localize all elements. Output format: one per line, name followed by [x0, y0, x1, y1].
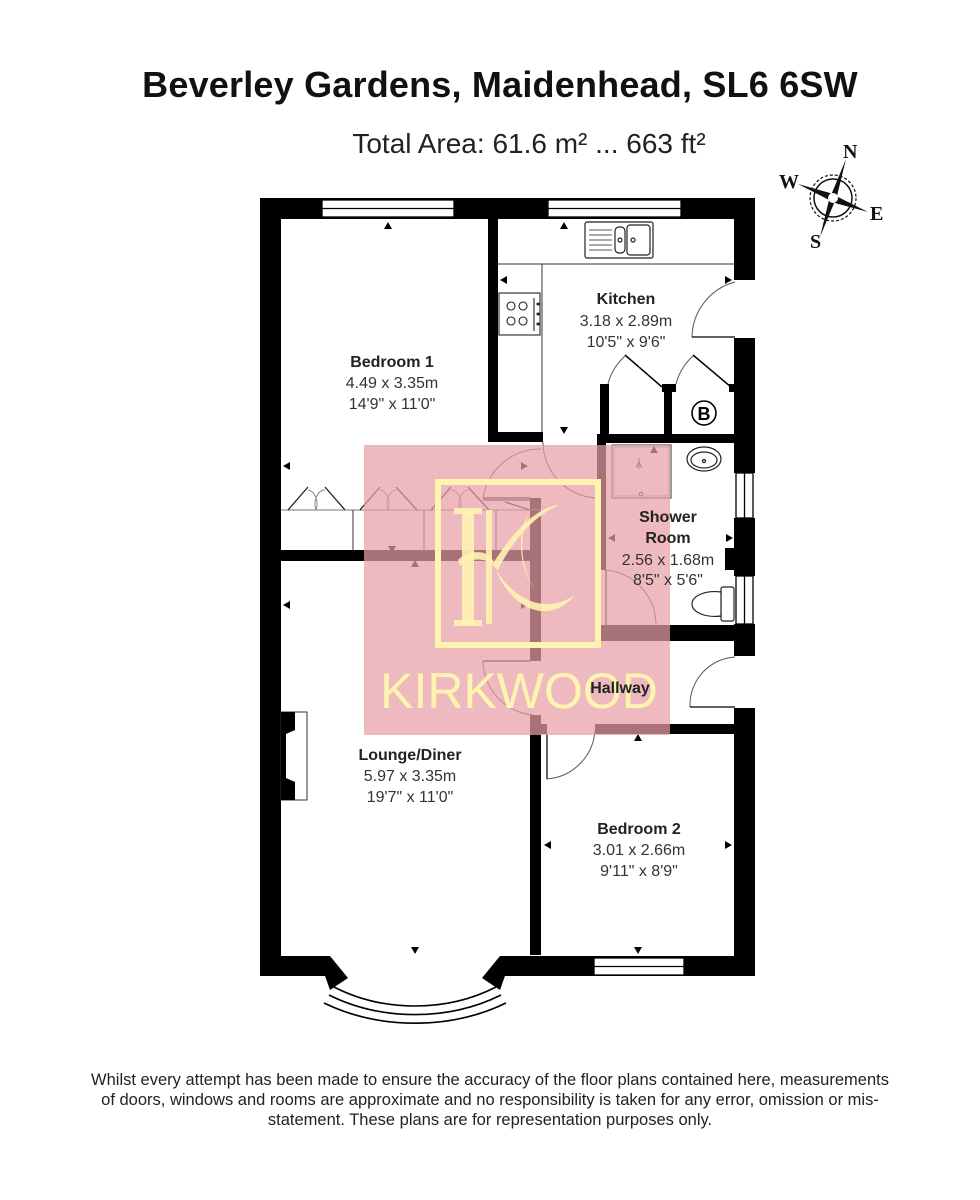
- boiler-label: B: [698, 404, 711, 424]
- room-size-imperial: 14'9" x 11'0": [349, 396, 436, 413]
- room-lounge-diner: Lounge/Diner 5.97 x 3.35m 19'7" x 11'0": [358, 747, 461, 806]
- room-bedroom-2: Bedroom 2 3.01 x 2.66m 9'11" x 8'9": [593, 821, 686, 880]
- total-area: Total Area: 61.6 m² ... 663 ft²: [352, 128, 706, 159]
- room-size-imperial: 10'5" x 9'6": [587, 334, 666, 351]
- kitchen-worktop: [498, 263, 735, 432]
- room-name: Hallway: [590, 680, 650, 697]
- kirkwood-watermark: KIRKWOOD: [364, 445, 670, 735]
- boiler-icon: B: [691, 400, 717, 426]
- room-size-imperial: 9'11" x 8'9": [600, 863, 678, 880]
- room-size-metric: 2.56 x 1.68m: [622, 552, 715, 569]
- room-size-metric: 3.01 x 2.66m: [593, 842, 686, 859]
- windows: [321, 199, 754, 976]
- room-bedroom-1: Bedroom 1 4.49 x 3.35m 14'9" x 11'0": [346, 354, 439, 413]
- room-name: Lounge/Diner: [358, 747, 461, 764]
- room-kitchen: Kitchen 3.18 x 2.89m 10'5" x 9'6": [580, 291, 673, 351]
- room-name: Bedroom 2: [597, 821, 681, 838]
- room-size-metric: 4.49 x 3.35m: [346, 375, 439, 392]
- room-name: Kitchen: [597, 291, 656, 308]
- room-name: Bedroom 1: [350, 354, 434, 371]
- room-shower-room: Shower Room 2.56 x 1.68m 8'5" x 5'6": [622, 509, 715, 589]
- room-name-line-2: Room: [645, 530, 690, 547]
- sink-icon: [584, 221, 654, 259]
- disclaimer-text: Whilst every attempt has been made to en…: [91, 1071, 889, 1129]
- room-hallway: Hallway: [590, 680, 650, 697]
- hob-icon: [498, 292, 541, 336]
- compass-south-label: S: [810, 231, 821, 253]
- compass-rose-icon: N S E W: [779, 141, 883, 253]
- room-size-metric: 5.97 x 3.35m: [364, 768, 457, 785]
- bay-window: [323, 986, 507, 1024]
- page-title: Beverley Gardens, Maidenhead, SL6 6SW: [142, 64, 858, 105]
- compass-north-label: N: [843, 141, 858, 163]
- watermark-brand: KIRKWOOD: [380, 663, 658, 719]
- toilet-icon: [691, 586, 735, 622]
- room-size-imperial: 8'5" x 5'6": [633, 572, 703, 589]
- basin-icon: [686, 446, 722, 472]
- compass-east-label: E: [870, 203, 883, 225]
- room-name-line-1: Shower: [639, 509, 697, 526]
- fireplace-icon: [280, 711, 308, 801]
- room-size-metric: 3.18 x 2.89m: [580, 313, 673, 330]
- compass-west-label: W: [779, 171, 799, 193]
- room-size-imperial: 19'7" x 11'0": [367, 789, 454, 806]
